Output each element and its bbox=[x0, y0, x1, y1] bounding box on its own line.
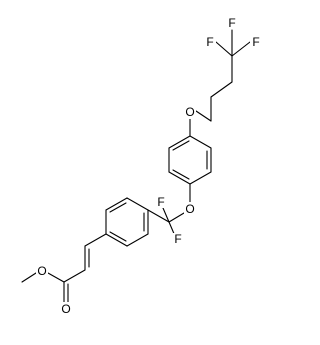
ring2-bond-2 bbox=[105, 197, 128, 211]
bond-o-cf2 bbox=[168, 212, 185, 223]
bond-oester-methyl bbox=[21, 272, 37, 283]
atom-f-cf2-left: F bbox=[157, 195, 164, 209]
ring1-double-2 bbox=[172, 169, 190, 180]
ring1-bond-6 bbox=[168, 135, 191, 149]
ring2-bond-5 bbox=[126, 233, 149, 247]
atom-f-cf3-left: F bbox=[206, 35, 213, 49]
atom-o-ether-mid: O bbox=[185, 202, 194, 216]
ring1-double-3 bbox=[172, 140, 190, 151]
ring2-bond-4 bbox=[105, 233, 128, 247]
molecule-diagram: F F F O O F F O O bbox=[21, 16, 262, 316]
ring1-bond-1 bbox=[189, 135, 212, 149]
bond-cf3-f3 bbox=[231, 41, 251, 57]
bond-chain-2 bbox=[210, 81, 233, 98]
atom-f-cf3-right: F bbox=[252, 35, 259, 49]
bond-carbonyl-oester bbox=[47, 272, 65, 283]
atom-o-carbonyl: O bbox=[61, 302, 70, 316]
atom-o-ether-top: O bbox=[185, 105, 194, 119]
ring2-double-3 bbox=[109, 231, 127, 242]
ring1-bond-4 bbox=[168, 171, 191, 185]
atom-f-cf2-right: F bbox=[174, 232, 181, 246]
bond-chain-4 bbox=[195, 110, 212, 122]
bond-ring2-vinyl bbox=[84, 233, 107, 247]
atom-o-ester: O bbox=[37, 264, 46, 278]
ring2-bond-1 bbox=[126, 197, 149, 211]
bonds bbox=[21, 29, 251, 303]
atom-f-cf3-top: F bbox=[228, 16, 235, 30]
bond-cf2-ring2 bbox=[147, 209, 170, 223]
ring2-double-2 bbox=[109, 202, 127, 213]
atom-labels: F F F O O F F O O bbox=[36, 16, 262, 316]
ring1-bond-3 bbox=[189, 171, 212, 185]
bond-cf3-f1 bbox=[215, 41, 233, 57]
bond-cf2-fl bbox=[162, 207, 170, 223]
bond-vinyl-carbonyl bbox=[63, 269, 86, 283]
